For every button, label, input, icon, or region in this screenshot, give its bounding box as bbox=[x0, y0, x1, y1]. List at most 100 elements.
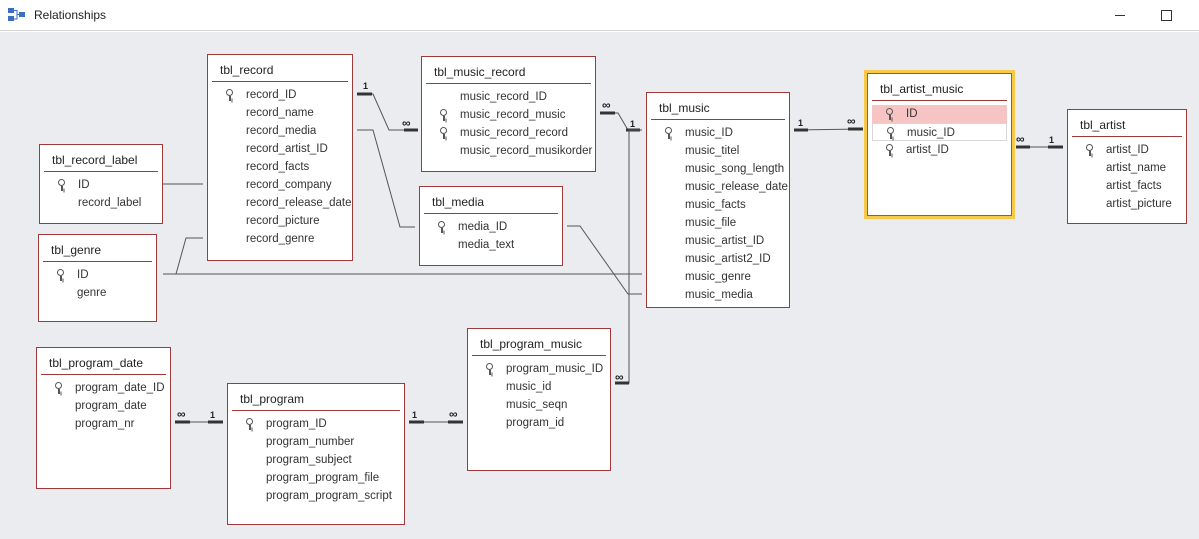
field-name: music_titel bbox=[685, 145, 740, 157]
cardinality-many: ∞ bbox=[402, 116, 411, 130]
field-row[interactable]: music_facts bbox=[651, 196, 785, 214]
table-title[interactable]: tbl_media bbox=[424, 187, 558, 214]
field-row[interactable]: record_media bbox=[212, 122, 348, 140]
link-program_music-music[interactable] bbox=[615, 129, 642, 384]
field-row[interactable]: program_number bbox=[232, 433, 400, 451]
link-media-music[interactable] bbox=[567, 225, 642, 295]
field-row[interactable]: record_picture bbox=[212, 212, 348, 230]
field-row[interactable]: artist_ID bbox=[1072, 141, 1182, 159]
field-name: artist_facts bbox=[1106, 180, 1162, 192]
field-list: media_ID media_text bbox=[420, 214, 562, 254]
field-row[interactable]: music_record_music bbox=[426, 106, 591, 124]
field-row[interactable]: music_id bbox=[472, 378, 606, 396]
table-title[interactable]: tbl_record bbox=[212, 55, 348, 82]
link-record-music_record[interactable] bbox=[357, 93, 404, 131]
table-title[interactable]: tbl_music_record bbox=[426, 57, 591, 84]
field-row[interactable]: music_genre bbox=[651, 268, 785, 286]
table-title[interactable]: tbl_genre bbox=[43, 235, 152, 262]
field-row[interactable]: record_ID bbox=[212, 86, 348, 104]
field-row[interactable]: ID bbox=[43, 266, 152, 284]
field-row[interactable]: record_company bbox=[212, 176, 348, 194]
field-row[interactable]: program_id bbox=[472, 414, 606, 432]
link-music_record-music[interactable] bbox=[600, 112, 642, 131]
field-row[interactable]: music_artist_ID bbox=[651, 232, 785, 250]
field-name: ID bbox=[77, 269, 89, 281]
field-row[interactable]: genre bbox=[43, 284, 152, 302]
field-name: media_text bbox=[458, 239, 515, 251]
table-title[interactable]: tbl_program_music bbox=[472, 329, 606, 356]
table-title[interactable]: tbl_artist_music bbox=[872, 74, 1007, 101]
field-row[interactable]: music_song_length bbox=[651, 160, 785, 178]
link-genre-record[interactable] bbox=[163, 237, 203, 275]
field-row[interactable]: program_music_ID bbox=[472, 360, 606, 378]
field-row[interactable]: record_genre bbox=[212, 230, 348, 248]
field-row[interactable]: record_label bbox=[44, 194, 158, 212]
field-row[interactable]: music_titel bbox=[651, 142, 785, 160]
field-row[interactable]: music_release_date bbox=[651, 178, 788, 196]
field-row[interactable]: record_artist_ID bbox=[212, 140, 348, 158]
field-name: record_media bbox=[246, 125, 317, 137]
table-title[interactable]: tbl_program bbox=[232, 384, 400, 411]
field-row[interactable]: artist_picture bbox=[1072, 195, 1182, 213]
field-row[interactable]: music_ID bbox=[872, 123, 1007, 141]
field-row[interactable]: program_date bbox=[41, 397, 166, 415]
field-row[interactable]: music_seqn bbox=[472, 396, 606, 414]
field-name: genre bbox=[77, 287, 107, 299]
field-row[interactable]: program_program_file bbox=[232, 469, 400, 487]
field-name: music_song_length bbox=[685, 163, 785, 175]
cardinality-one: 1 bbox=[363, 81, 368, 91]
field-row[interactable]: music_ID bbox=[651, 124, 785, 142]
field-name: music_media bbox=[685, 289, 753, 301]
link-record-media[interactable] bbox=[357, 129, 415, 228]
field-row[interactable]: music_record_ID bbox=[426, 88, 591, 106]
field-name: media_ID bbox=[458, 221, 508, 233]
field-row[interactable]: program_date_ID bbox=[41, 379, 166, 397]
field-row[interactable]: media_ID bbox=[424, 218, 558, 236]
field-row[interactable]: record_facts bbox=[212, 158, 348, 176]
table-tbl_media[interactable]: tbl_media media_ID media_text bbox=[419, 186, 563, 266]
table-title[interactable]: tbl_program_date bbox=[41, 348, 166, 375]
window-title: Relationships bbox=[34, 8, 107, 22]
maximize-button[interactable] bbox=[1154, 5, 1178, 25]
field-row[interactable]: media_text bbox=[424, 236, 558, 254]
field-row[interactable]: program_program_script bbox=[232, 487, 400, 505]
table-title[interactable]: tbl_record_label bbox=[44, 145, 158, 172]
table-title[interactable]: tbl_artist bbox=[1072, 110, 1182, 137]
table-tbl_music[interactable]: tbl_music music_ID music_titel music_song_l… bbox=[646, 92, 790, 308]
field-row[interactable]: music_record_musikorder bbox=[426, 142, 592, 160]
field-row[interactable]: music_media bbox=[651, 286, 785, 304]
field-row[interactable]: ID bbox=[872, 105, 1007, 123]
field-row[interactable]: record_name bbox=[212, 104, 348, 122]
field-row[interactable]: artist_ID bbox=[872, 141, 1007, 159]
field-row[interactable]: artist_facts bbox=[1072, 177, 1182, 195]
field-row[interactable]: program_nr bbox=[41, 415, 166, 433]
cardinality-many: ∞ bbox=[177, 407, 186, 421]
table-tbl_artist[interactable]: tbl_artist artist_ID artist_name artist_fac… bbox=[1067, 109, 1187, 224]
field-name: program_ID bbox=[266, 418, 327, 430]
field-row[interactable]: program_ID bbox=[232, 415, 400, 433]
primary-key-icon bbox=[1086, 144, 1094, 156]
field-row[interactable]: music_file bbox=[651, 214, 785, 232]
field-row[interactable]: music_artist2_ID bbox=[651, 250, 785, 268]
table-title[interactable]: tbl_music bbox=[651, 93, 785, 120]
field-row[interactable]: record_release_date bbox=[212, 194, 352, 212]
minimize-button[interactable] bbox=[1108, 5, 1132, 25]
field-row[interactable]: artist_name bbox=[1072, 159, 1182, 177]
field-name: program_program_file bbox=[266, 472, 380, 484]
field-name: artist_name bbox=[1106, 162, 1167, 174]
field-row[interactable]: program_subject bbox=[232, 451, 400, 469]
field-row[interactable]: ID bbox=[44, 176, 158, 194]
field-row[interactable]: music_record_record bbox=[426, 124, 591, 142]
